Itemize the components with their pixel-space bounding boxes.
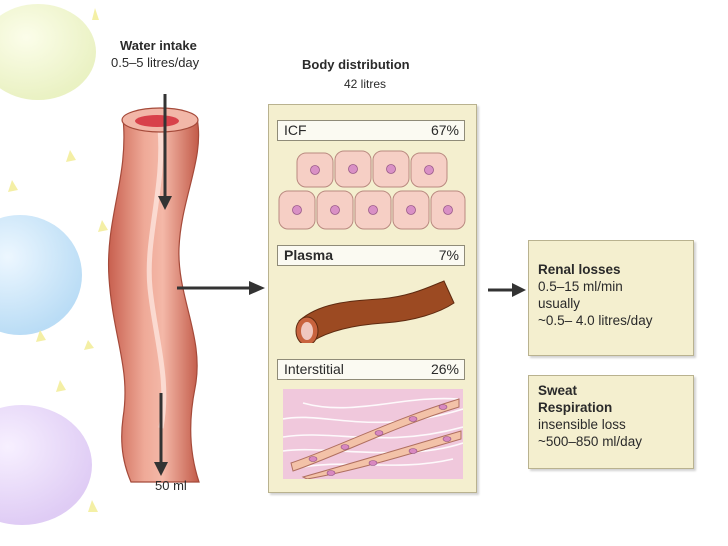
- insensible-loss-amount: ~500–850 ml/day: [538, 433, 642, 450]
- balloon-blue-icon: [0, 215, 82, 335]
- insensible-loss-label: insensible loss: [538, 416, 642, 433]
- respiration-title: Respiration: [538, 399, 642, 416]
- plasma-vessel-illustration: [289, 273, 459, 343]
- distribution-arrow-icon: [177, 281, 265, 295]
- plasma-header: Plasma 7%: [277, 245, 465, 266]
- gut-tube-illustration: [95, 88, 270, 493]
- renal-losses-title: Renal losses: [538, 261, 652, 278]
- balloon-purple-icon: [0, 405, 92, 525]
- renal-losses-box: Renal losses 0.5–15 ml/min usually ~0.5–…: [528, 240, 694, 356]
- interstitial-label: Interstitial: [284, 361, 344, 378]
- water-intake-amount: 0.5–5 litres/day: [111, 55, 199, 71]
- body-distribution-amount: 42 litres: [344, 76, 386, 92]
- body-distribution-title: Body distribution: [302, 57, 410, 73]
- sweat-respiration-box: Sweat Respiration insensible loss ~500–8…: [528, 375, 694, 469]
- sweat-title: Sweat: [538, 382, 642, 399]
- plasma-percent: 7%: [439, 247, 459, 264]
- gut-output-amount: 50 ml: [155, 478, 187, 494]
- interstitial-percent: 26%: [431, 361, 459, 378]
- balloon-yellow-icon: [0, 4, 96, 100]
- renal-arrow-icon: [486, 280, 528, 300]
- plasma-label: Plasma: [284, 247, 333, 264]
- icf-label: ICF: [284, 122, 307, 139]
- renal-losses-rate: 0.5–15 ml/min: [538, 278, 652, 295]
- icf-cells-illustration: [275, 145, 469, 237]
- body-distribution-panel: ICF 67% Plasma 7% I: [268, 104, 477, 493]
- interstitial-tissue-illustration: [283, 389, 463, 479]
- renal-losses-usually: usually: [538, 295, 652, 312]
- renal-losses-daily: ~0.5– 4.0 litres/day: [538, 312, 652, 329]
- water-intake-title: Water intake: [120, 38, 197, 54]
- icf-header: ICF 67%: [277, 120, 465, 141]
- interstitial-header: Interstitial 26%: [277, 359, 465, 380]
- icf-percent: 67%: [431, 122, 459, 139]
